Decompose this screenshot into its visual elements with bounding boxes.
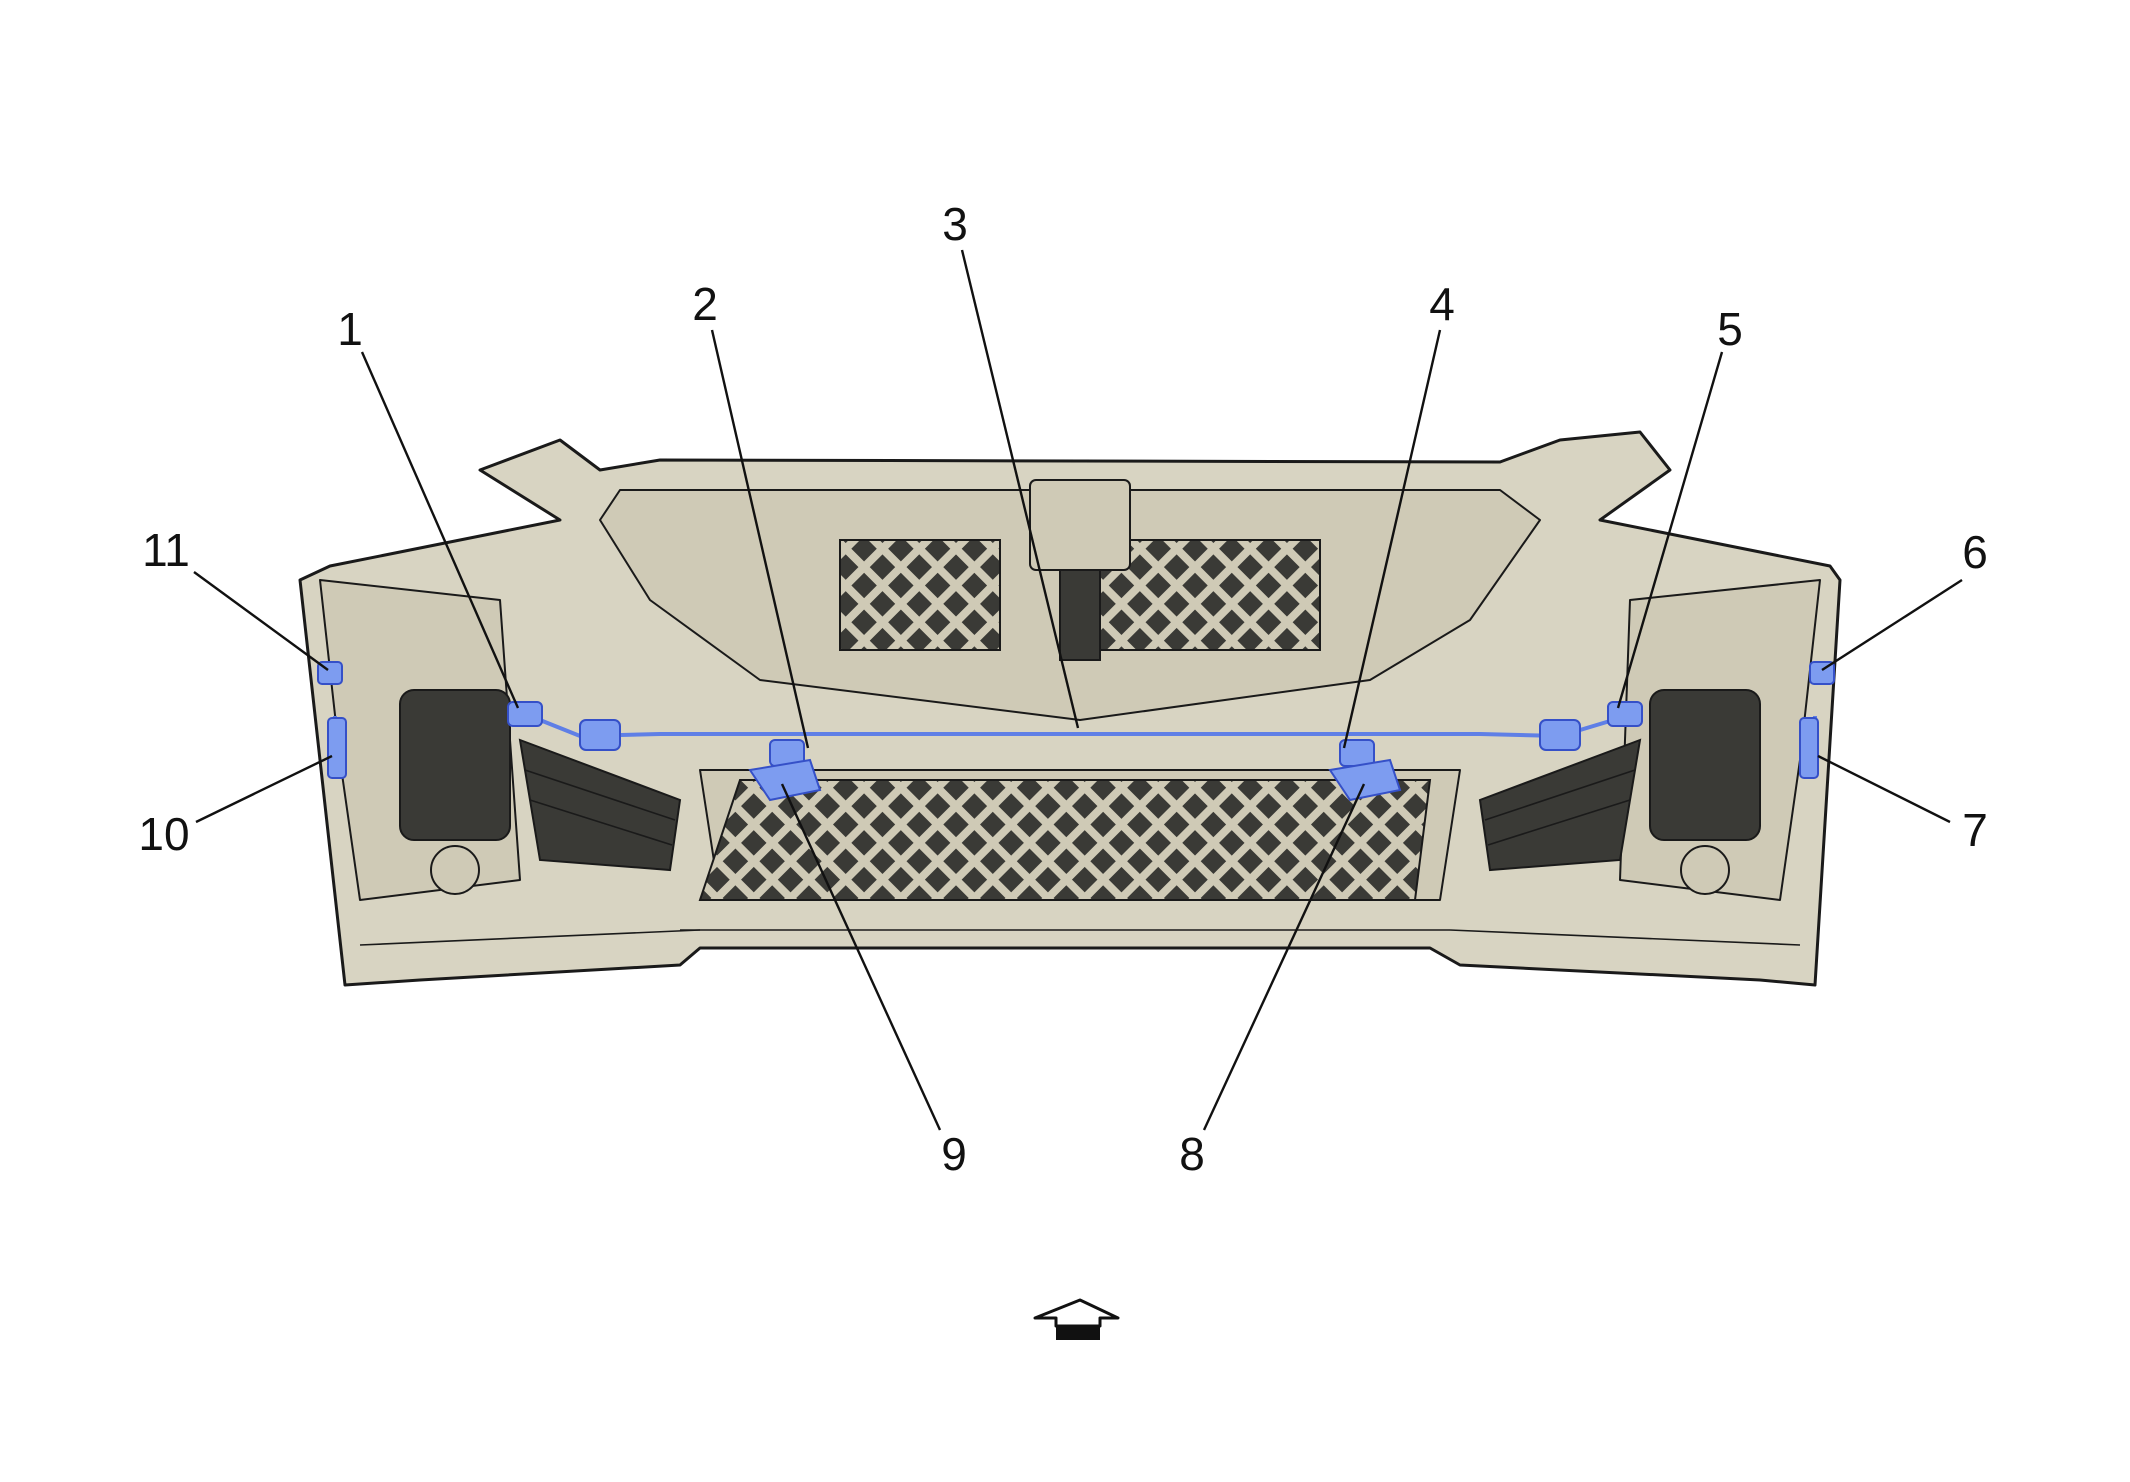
leader-6 (1821, 578, 1963, 672)
callout-5: 5 (1717, 303, 1743, 355)
callout-1: 1 (337, 303, 363, 355)
sensor-8 (1328, 758, 1402, 802)
callout-10: 10 (138, 808, 189, 860)
leader-7 (1817, 754, 1951, 824)
leader-10 (195, 754, 333, 824)
upper-grille-mesh (839, 539, 1321, 651)
forward-arrow-icon (1033, 1298, 1120, 1340)
center-mount-bracket (1029, 479, 1131, 661)
sensor-7 (1799, 717, 1819, 779)
leader-1 (360, 351, 520, 709)
callout-labels: 1 2 3 4 5 6 7 8 9 10 11 (138, 198, 1987, 1180)
callout-4: 4 (1429, 278, 1455, 330)
sensor-9 (748, 758, 822, 802)
sensor-components (317, 661, 1835, 802)
right-side-vent (1478, 738, 1642, 872)
sensor-5 (1607, 701, 1643, 727)
leader-9 (780, 783, 942, 1131)
sensor-1 (507, 701, 543, 727)
callout-7: 7 (1962, 804, 1988, 856)
leader-8 (1202, 783, 1366, 1131)
callout-6: 6 (1962, 526, 1988, 578)
leader-11 (193, 571, 329, 671)
leader-4 (1342, 329, 1442, 749)
sensor-10 (327, 717, 347, 779)
leader-lines (193, 249, 1963, 1131)
callout-3: 3 (942, 198, 968, 250)
right-fog-housing (1649, 689, 1761, 895)
leader-2 (710, 329, 810, 749)
leader-3 (960, 249, 1080, 729)
callout-8: 8 (1179, 1128, 1205, 1180)
left-side-vent (518, 738, 682, 872)
lower-grille-mesh (698, 779, 1432, 901)
callout-9: 9 (941, 1128, 967, 1180)
left-fog-housing (399, 689, 511, 895)
parking-sensor-harness (333, 710, 1817, 770)
callout-11: 11 (142, 524, 190, 576)
leader-5 (1616, 351, 1724, 709)
callout-2: 2 (692, 278, 718, 330)
